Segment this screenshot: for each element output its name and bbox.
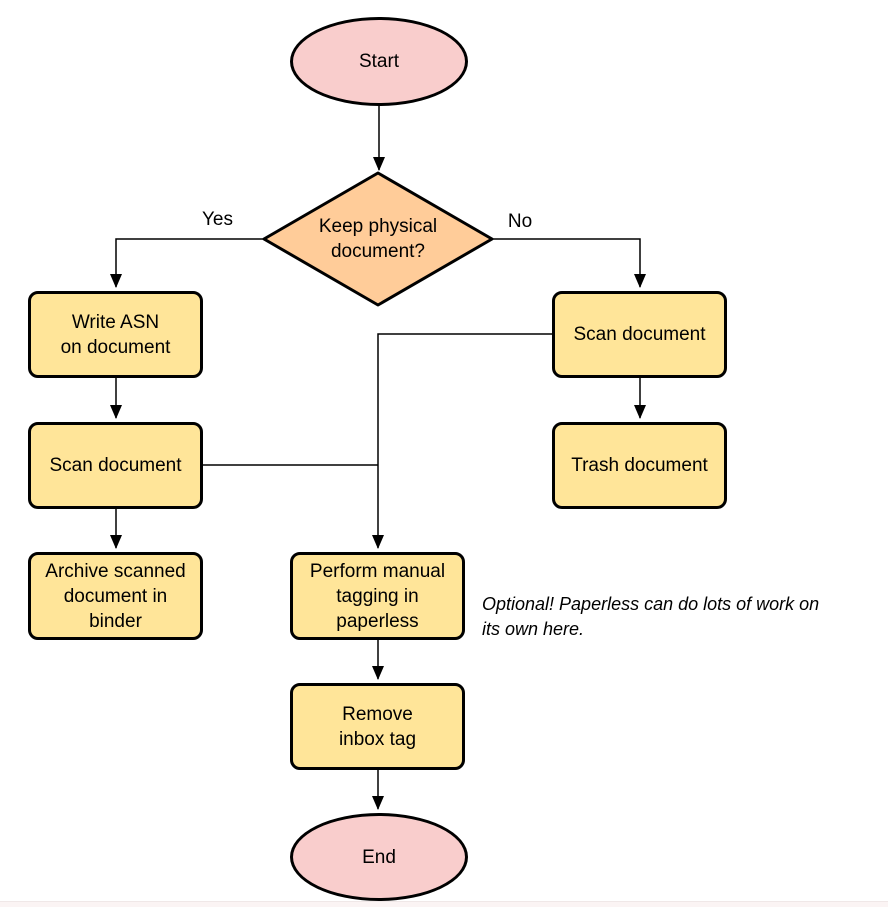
node-archive-binder: Archive scanned document in binder <box>28 552 203 640</box>
node-scan-document-right-label: Scan document <box>573 324 706 345</box>
node-remove-inbox-tag-label: Remove inbox tag <box>338 703 417 750</box>
node-scan-document-left-label: Scan document <box>49 455 182 476</box>
edge-decision-yes <box>110 238 264 288</box>
node-trash-document-label: Trash document <box>571 455 708 476</box>
node-end-label: End <box>362 846 396 868</box>
node-archive-binder-label: Archive scanned document in binder <box>45 560 186 632</box>
optional-note: Optional! Paperless can do lots of work … <box>482 594 820 639</box>
node-write-asn: Write ASN on document <box>28 291 203 378</box>
node-scan-document-right: Scan document <box>552 291 727 378</box>
node-end: End <box>290 813 468 901</box>
edge-decision-no <box>492 238 646 288</box>
edge-label-yes: Yes <box>202 209 233 230</box>
node-write-asn-label: Write ASN on document <box>60 311 171 358</box>
decision-diamond-shape <box>262 171 494 307</box>
bottom-strip <box>0 901 888 907</box>
node-start: Start <box>290 17 468 106</box>
node-remove-inbox-tag: Remove inbox tag <box>290 683 465 770</box>
node-manual-tagging: Perform manual tagging in paperless <box>290 552 465 640</box>
edge-label-no: No <box>507 211 533 232</box>
node-decision-label: Keep physical document? <box>318 216 438 262</box>
node-manual-tagging-label: Perform manual tagging in paperless <box>309 560 446 632</box>
node-scan-document-left: Scan document <box>28 422 203 509</box>
edge-scanright-to-tagging <box>372 333 552 549</box>
node-start-label: Start <box>358 51 400 72</box>
node-trash-document: Trash document <box>552 422 727 509</box>
